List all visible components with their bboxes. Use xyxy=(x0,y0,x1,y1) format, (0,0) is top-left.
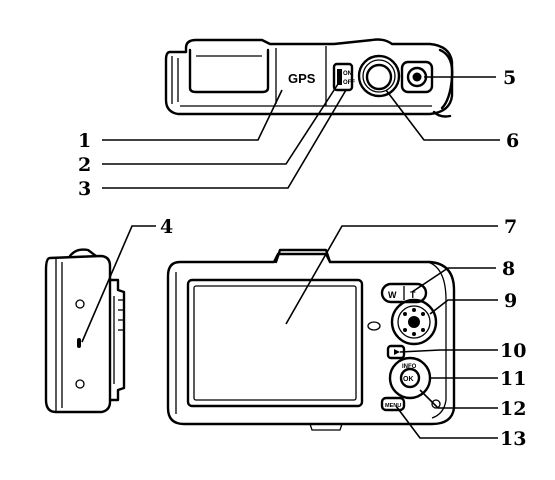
callout-3: 3 xyxy=(78,178,91,200)
callout-9: 9 xyxy=(504,290,517,312)
shutter-button[interactable] xyxy=(357,54,401,98)
gps-label: GPS xyxy=(288,71,316,86)
strap-eyelet xyxy=(431,399,441,409)
callout-10: 10 xyxy=(500,340,526,362)
speaker-hole xyxy=(77,338,81,348)
back-view-camera: W T INFO OK xyxy=(166,248,456,431)
switch-on-label: ON xyxy=(343,71,352,77)
callout-6: 6 xyxy=(506,130,519,152)
mode-dial[interactable] xyxy=(390,298,438,346)
callout-11: 11 xyxy=(500,368,526,390)
lcd-monitor xyxy=(186,278,364,408)
zoom-tele-label: T xyxy=(410,290,416,300)
zoom-wide-label: W xyxy=(388,290,397,300)
leader-lines xyxy=(81,76,500,439)
indicator-lamp xyxy=(367,321,381,331)
switch-off-label: OFF xyxy=(343,80,355,86)
callout-12: 12 xyxy=(500,398,526,420)
menu-button-label: MENU xyxy=(385,403,401,409)
info-label: INFO xyxy=(402,364,417,370)
callout-2: 2 xyxy=(78,154,91,176)
top-view-camera: GPS ON OFF xyxy=(164,38,454,118)
side-view-camera xyxy=(44,248,126,414)
callout-5: 5 xyxy=(503,67,516,89)
callout-8: 8 xyxy=(502,258,515,280)
callout-4: 4 xyxy=(160,216,173,238)
menu-button[interactable]: MENU xyxy=(380,396,406,412)
callout-1: 1 xyxy=(78,130,91,152)
callout-7: 7 xyxy=(504,216,517,238)
callout-13: 13 xyxy=(500,428,526,450)
ok-button-label: OK xyxy=(403,376,414,383)
callout-numbers: 1 2 3 4 5 6 7 8 9 10 11 12 13 xyxy=(78,67,526,450)
power-switch[interactable]: ON OFF xyxy=(332,62,355,92)
